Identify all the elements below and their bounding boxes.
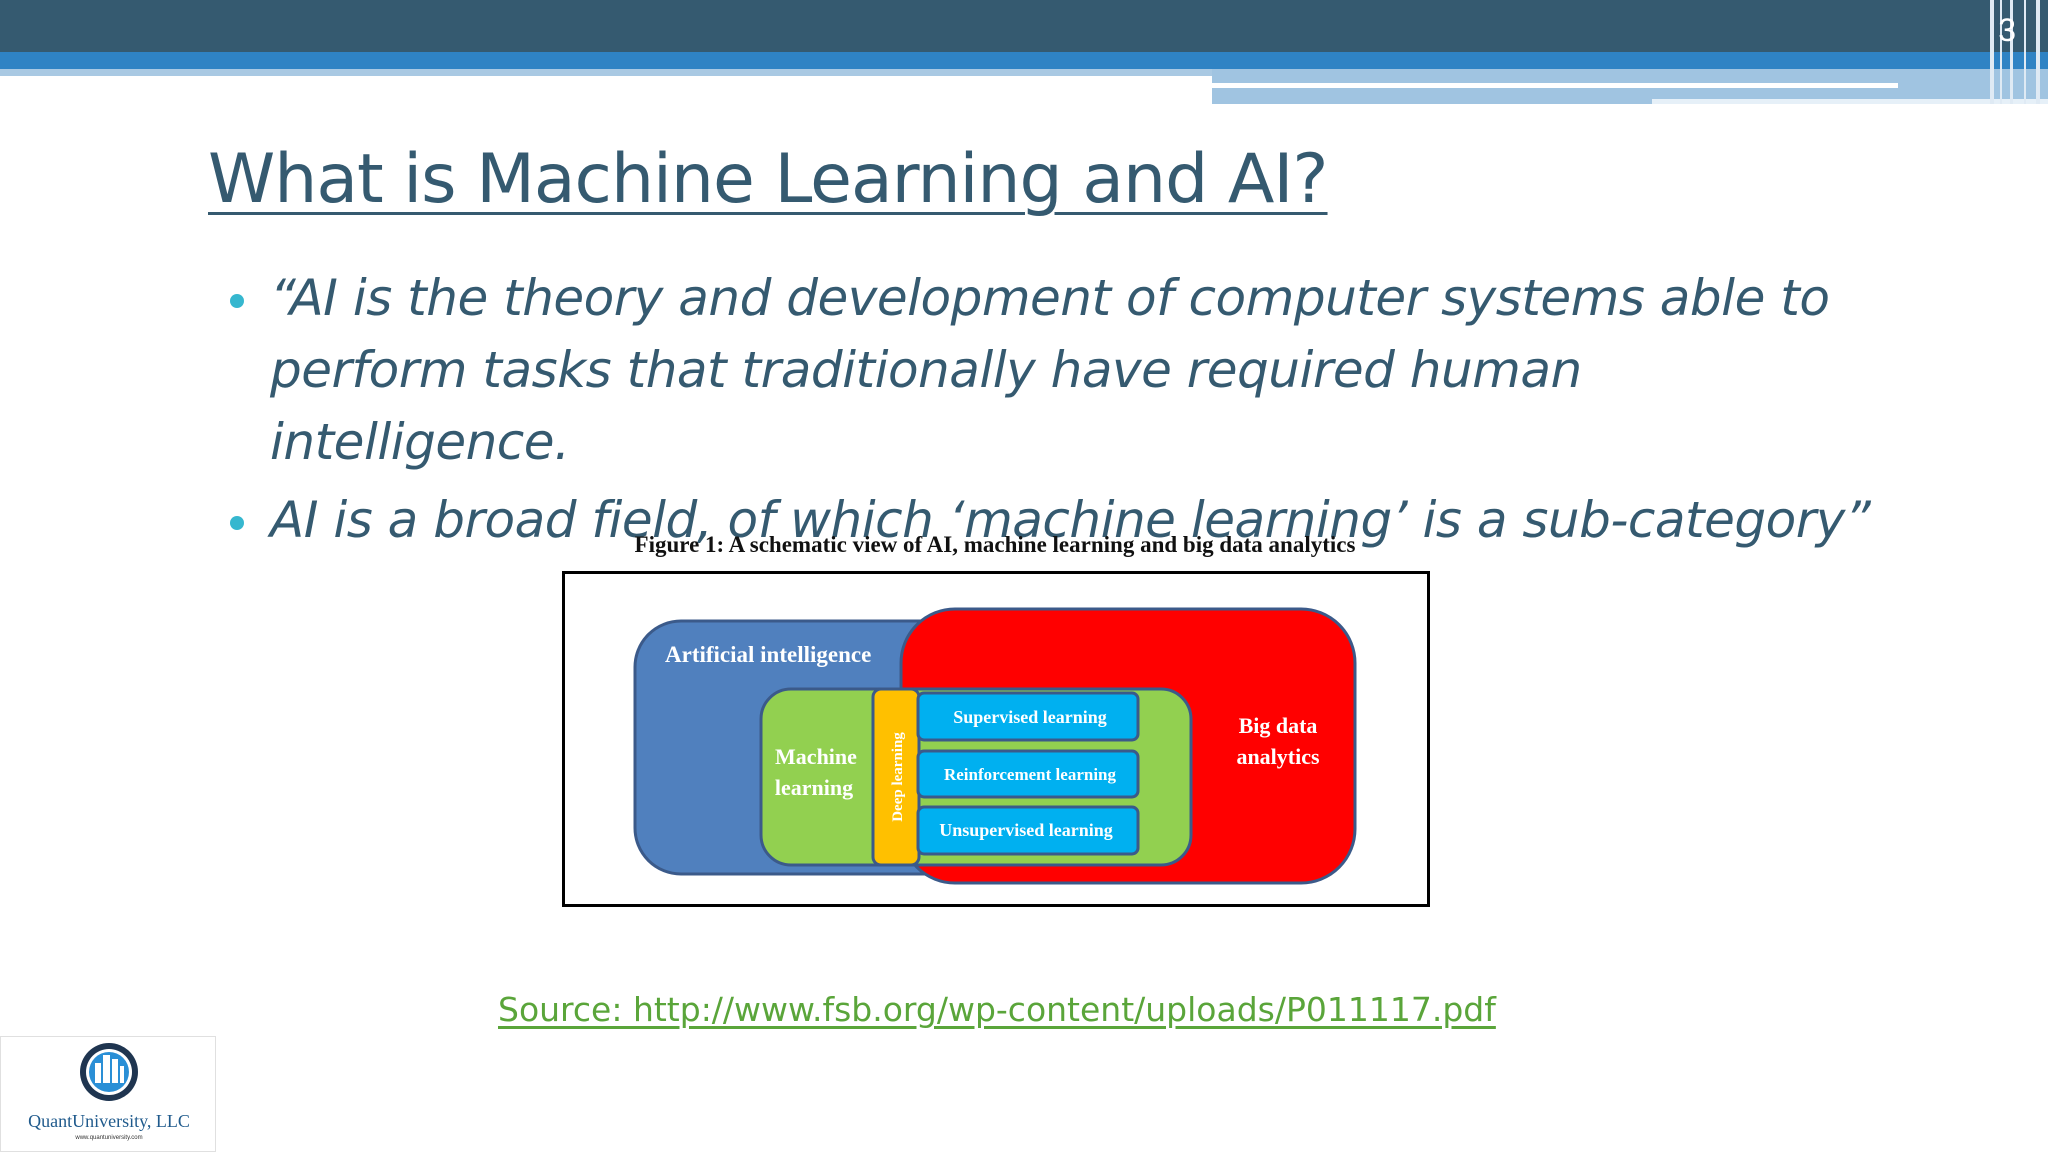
reinforcement-label: Reinforcement learning (944, 765, 1117, 784)
bullet-text: “AI is the theory and development of com… (270, 269, 1830, 471)
dl-label: Deep learning (890, 732, 906, 822)
source-link[interactable]: Source: http://www.fsb.org/wp-content/up… (498, 990, 1496, 1029)
ai-label: Artificial intelligence (665, 642, 871, 667)
bullet-text: AI is a broad field, of which ‘machine l… (270, 491, 1871, 549)
bda-label-line2: analytics (1236, 744, 1320, 769)
bullet-dot-icon (230, 516, 244, 530)
bullet-item: “AI is the theory and development of com… (228, 262, 1888, 478)
bda-label-line1: Big data (1239, 713, 1318, 738)
supervised-label: Supervised learning (953, 707, 1107, 727)
header-stripe (2000, 0, 2002, 104)
ml-label-line2: learning (775, 775, 853, 800)
header-banner (0, 0, 2048, 52)
bullet-item: AI is a broad field, of which ‘machine l… (228, 484, 1888, 556)
company-url: www.quantuniversity.com (75, 1135, 143, 1141)
unsupervised-learning-box (916, 805, 1140, 856)
header-stripe (2036, 0, 2040, 104)
figure-caption: Figure 1: A schematic view of AI, machin… (634, 532, 1356, 557)
header-stripe (1990, 0, 1994, 104)
building-logo-icon (80, 1043, 138, 1101)
header-stripe (2010, 0, 2013, 104)
header-stripe (2024, 0, 2026, 104)
reinforcement-learning-box (916, 749, 1140, 799)
figure-diagram: Artificial intelligence Machine learning… (562, 571, 1430, 907)
diagram-canvas: Artificial intelligence Machine learning… (633, 607, 1357, 885)
header-accent-bar (0, 52, 2048, 69)
slide-number: 3 (1998, 12, 2016, 48)
company-logo: QuantUniversity, LLC www.quantuniversity… (0, 1036, 216, 1152)
supervised-learning-box (916, 691, 1140, 742)
header-right-line (1212, 83, 1898, 88)
slide-title: What is Machine Learning and AI? (208, 140, 1329, 219)
company-name: QuantUniversity, LLC (28, 1111, 190, 1131)
header-right-line-lower (1652, 99, 2048, 104)
header-pale-bar (0, 69, 1212, 76)
ml-label-line1: Machine (775, 744, 857, 769)
bullet-dot-icon (230, 294, 244, 308)
unsupervised-label: Unsupervised learning (939, 820, 1113, 840)
bullet-list: “AI is the theory and development of com… (228, 262, 1888, 562)
